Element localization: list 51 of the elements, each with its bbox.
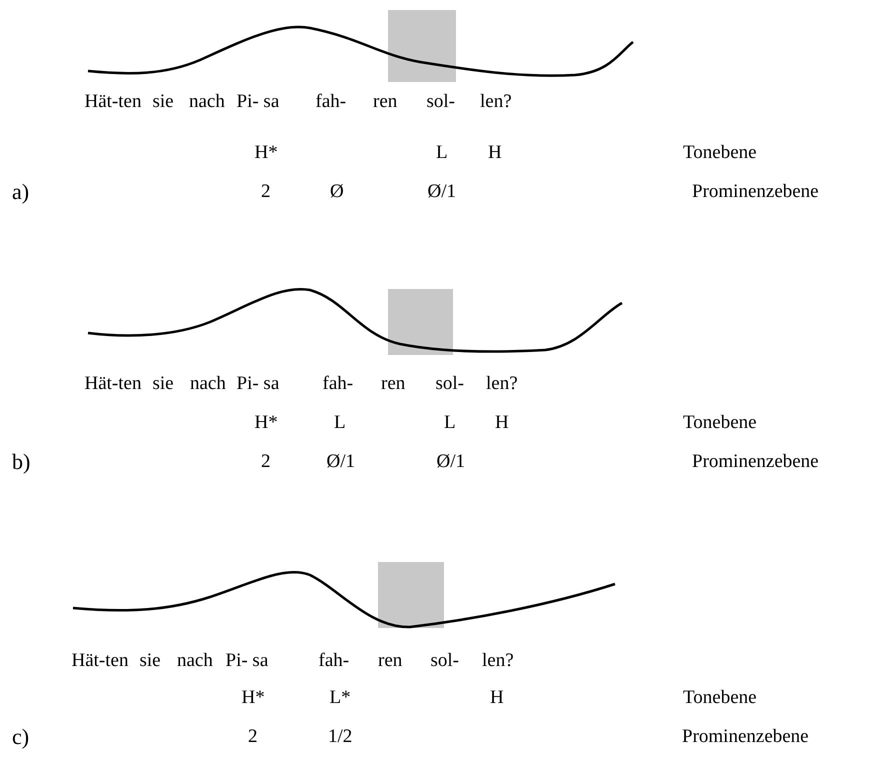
tone-label: H: [495, 412, 509, 434]
tone-label: L: [436, 142, 448, 164]
tier-label: Tonebene: [683, 142, 757, 164]
syllable-text: sie: [140, 650, 161, 672]
syllable-text: sie: [152, 91, 174, 113]
syllable-text: fah-: [318, 650, 350, 672]
syllable-text: Hät-ten: [84, 91, 142, 113]
tone-label: L: [444, 412, 456, 434]
syllable-text: Pi- sa: [236, 91, 280, 113]
prominence-value: 2: [248, 726, 258, 748]
syllable-text: sol-: [436, 373, 464, 395]
prominence-value: Ø: [330, 181, 344, 203]
syllable-text: ren: [373, 91, 398, 113]
syllable-text: nach: [190, 373, 226, 395]
tier-label: Prominenzebene: [692, 451, 819, 473]
syllable-text: len?: [482, 650, 514, 672]
tone-label: H*: [242, 687, 265, 709]
syllable-text: len?: [480, 91, 512, 113]
syllable-text: sol-: [430, 650, 459, 672]
tier-label: Tonebene: [683, 687, 757, 709]
syllable-text: sol-: [426, 91, 455, 113]
syllable-text: len?: [486, 373, 518, 395]
prominence-value: Ø/1: [436, 451, 465, 473]
syllable-text: nach: [189, 91, 225, 113]
syllable-text: Hät-ten: [84, 373, 142, 395]
syllable-text: sie: [152, 373, 174, 395]
prominence-value: 2: [261, 181, 270, 203]
prominence-value: Ø/1: [326, 451, 355, 473]
syllable-text: fah-: [316, 91, 346, 113]
tone-label: H: [488, 142, 502, 164]
panel-letter: c): [12, 726, 30, 748]
tone-label: H*: [254, 412, 278, 434]
panel-letter: b): [12, 451, 30, 473]
tone-label: L*: [330, 687, 351, 709]
prominence-value: 2: [261, 451, 270, 473]
prominence-value: 1/2: [328, 726, 352, 748]
tier-label: Prominenzebene: [692, 181, 819, 203]
syllable-text: fah-: [322, 373, 354, 395]
tone-label: H*: [254, 142, 278, 164]
syllable-text: Pi- sa: [236, 373, 280, 395]
syllable-text: ren: [381, 373, 406, 395]
tone-label: H: [490, 687, 504, 709]
syllable-text: ren: [378, 650, 402, 672]
tier-label: Prominenzebene: [682, 726, 809, 748]
syllable-text: Hät-ten: [72, 650, 128, 672]
tone-label: L: [334, 412, 346, 434]
prominence-value: Ø/1: [428, 181, 456, 203]
syllable-text: nach: [177, 650, 213, 672]
tier-label: Tonebene: [683, 412, 757, 434]
panel-letter: a): [12, 181, 30, 203]
syllable-text: Pi- sa: [226, 650, 268, 672]
